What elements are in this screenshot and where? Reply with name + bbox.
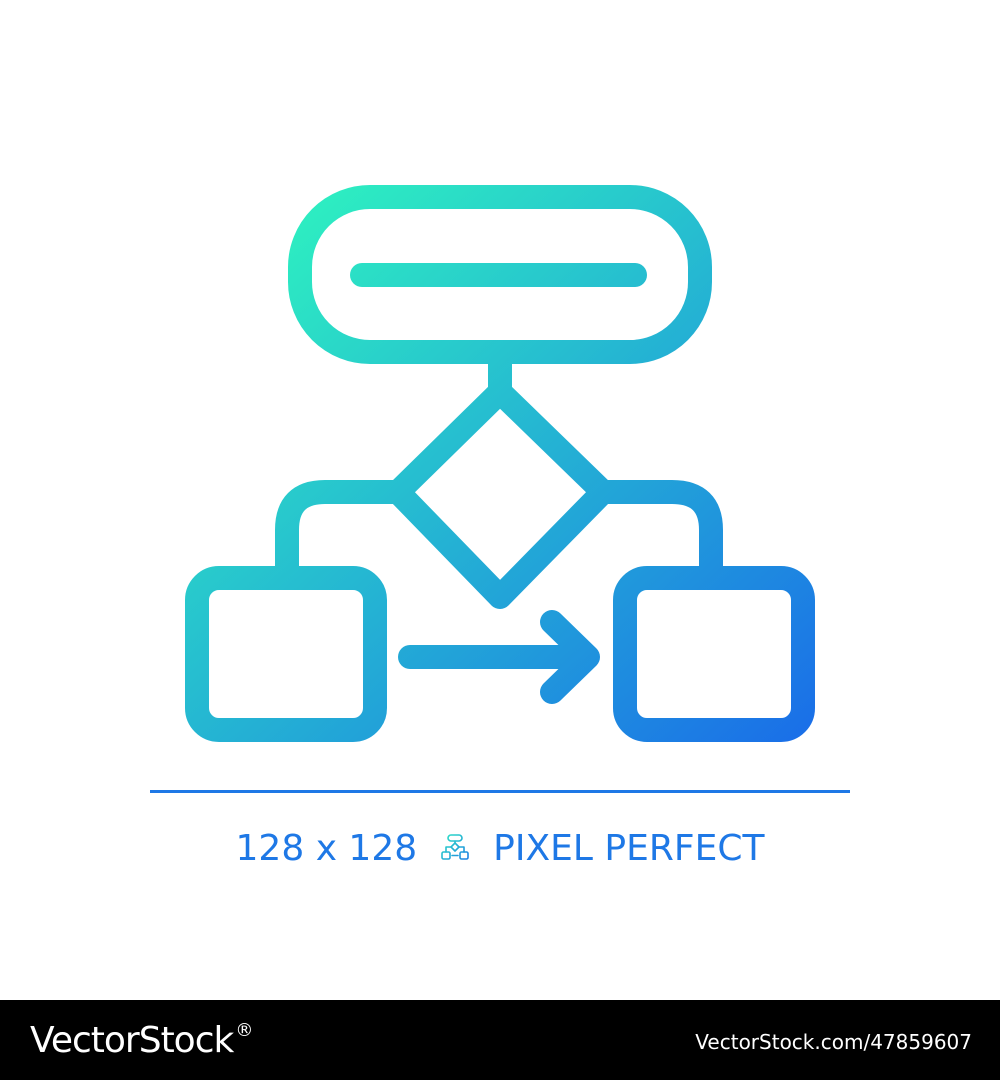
brand-name: VectorStock (30, 1020, 234, 1061)
image-reference: VectorStock.com/47859607 (695, 1030, 972, 1054)
icon-canvas: 128 x 128 PIXEL PERFECT (0, 185, 1000, 878)
process-node-left (185, 566, 387, 742)
arrow-head (540, 610, 600, 704)
size-label: 128 x 128 (235, 827, 418, 869)
divider (150, 790, 850, 793)
decision-node (386, 380, 615, 609)
style-label: PIXEL PERFECT (493, 827, 765, 869)
brand-logo: VectorStock® (30, 1020, 253, 1061)
flowchart-icon (441, 834, 469, 860)
brand-mark: ® (235, 1020, 253, 1041)
watermark-footer: VectorStock® VectorStock.com/47859607 (0, 1000, 1000, 1080)
flowchart-icon (185, 185, 815, 742)
branch-right (591, 480, 723, 590)
branch-left (275, 480, 410, 590)
caption: 128 x 128 PIXEL PERFECT (0, 818, 1000, 878)
process-node-right (613, 566, 815, 742)
